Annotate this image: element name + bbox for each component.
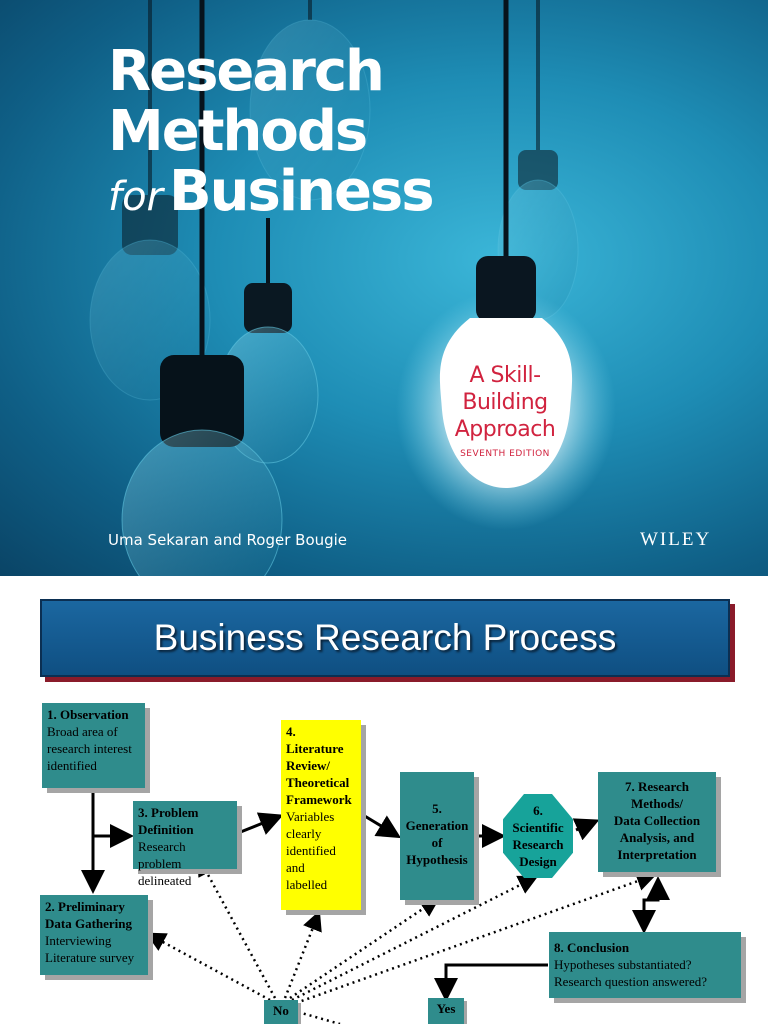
step-methods-heading-5: Interpretation (617, 847, 697, 862)
step-observation-text-1: Broad area of (47, 724, 118, 739)
step-hypothesis: 5. Generation of Hypothesis (400, 772, 474, 900)
step-methods-heading-3: Data Collection (613, 813, 701, 828)
edition-label: SEVENTH EDITION (460, 449, 550, 459)
step-preliminary-text-1: Interviewing (45, 933, 112, 948)
step-conclusion-text-1: Hypotheses substantiated? (554, 957, 692, 972)
step-design-heading-4: Design (519, 854, 557, 869)
step-conclusion-heading: 8. Conclusion (554, 940, 630, 955)
step-problem-text-1: Research problem (138, 839, 186, 871)
step-design-heading-1: 6. (533, 803, 543, 818)
step-literature-heading-2: Literature (286, 741, 344, 756)
step-literature-text-3: identified (286, 843, 336, 858)
subtitle-line-2: Building (462, 390, 548, 415)
title-for: for (108, 174, 163, 220)
step-literature-text-1: Variables (286, 809, 335, 824)
step-observation: 1. Observation Broad area of research in… (42, 703, 145, 788)
title-research: Research (108, 39, 385, 104)
step-preliminary-heading-2: Data Gathering (45, 916, 133, 931)
step-literature-heading-4: Theoretical (286, 775, 350, 790)
step-preliminary-heading-1: 2. Preliminary (45, 899, 125, 914)
step-observation-text-2: research interest (47, 741, 132, 756)
step-literature-heading-3: Review/ (286, 758, 331, 773)
step-research-methods: 7. Research Methods/ Data Collection Ana… (598, 772, 716, 872)
step-preliminary-text-2: Literature survey (45, 950, 135, 965)
step-literature-text-4: and (286, 860, 305, 875)
step-literature-heading-5: Framework (286, 792, 352, 807)
subtitle-line-1: A Skill- (469, 363, 541, 388)
title-methods: Methods (108, 99, 368, 164)
step-problem-heading-1: 3. Problem (138, 805, 199, 820)
step-design-heading-3: Research (512, 837, 564, 852)
step-hypothesis-heading-1: 5. (432, 801, 442, 816)
cover-subtitle: A Skill- Building Approach SEVENTH EDITI… (440, 362, 570, 459)
step-problem-definition: 3. Problem Definition Research problem d… (133, 801, 237, 888)
step-problem-text-2: delineated (138, 873, 192, 888)
title-business: Business (169, 159, 435, 224)
step-research-design: 6. Scientific Research Design (503, 794, 573, 878)
step-hypothesis-heading-4: Hypothesis (406, 852, 468, 867)
step-methods-heading-2: Methods/ (631, 796, 683, 811)
step-literature-text-5: labelled (286, 877, 328, 892)
step-observation-heading: 1. Observation (47, 707, 129, 722)
slide-title: Business Research Process (40, 599, 730, 677)
publisher-logo: WILEY (640, 529, 712, 550)
step-conclusion-text-2: Research question answered? (554, 974, 708, 989)
step-conclusion: 8. Conclusion Hypotheses substantiated? … (549, 932, 741, 998)
step-methods-heading-4: Analysis, and (619, 830, 695, 845)
step-literature-heading-1: 4. (286, 724, 296, 739)
yes-label: Yes (428, 998, 464, 1024)
step-preliminary-data: 2. Preliminary Data Gathering Interviewi… (40, 895, 148, 975)
step-problem-heading-2: Definition (138, 822, 194, 837)
light-bulbs-illustration (89, 0, 616, 576)
step-literature-review: 4. Literature Review/ Theoretical Framew… (281, 720, 361, 910)
cover-authors: Uma Sekaran and Roger Bougie (108, 531, 348, 549)
step-design-heading-2: Scientific (512, 820, 564, 835)
subtitle-line-3: Approach (454, 417, 556, 442)
step-methods-heading-1: 7. Research (624, 779, 690, 794)
step-hypothesis-heading-2: Generation (405, 818, 469, 833)
no-label: No (264, 1000, 298, 1024)
step-observation-text-3: identified (47, 758, 97, 773)
step-hypothesis-heading-3: of (431, 835, 443, 850)
step-literature-text-2: clearly (286, 826, 322, 841)
